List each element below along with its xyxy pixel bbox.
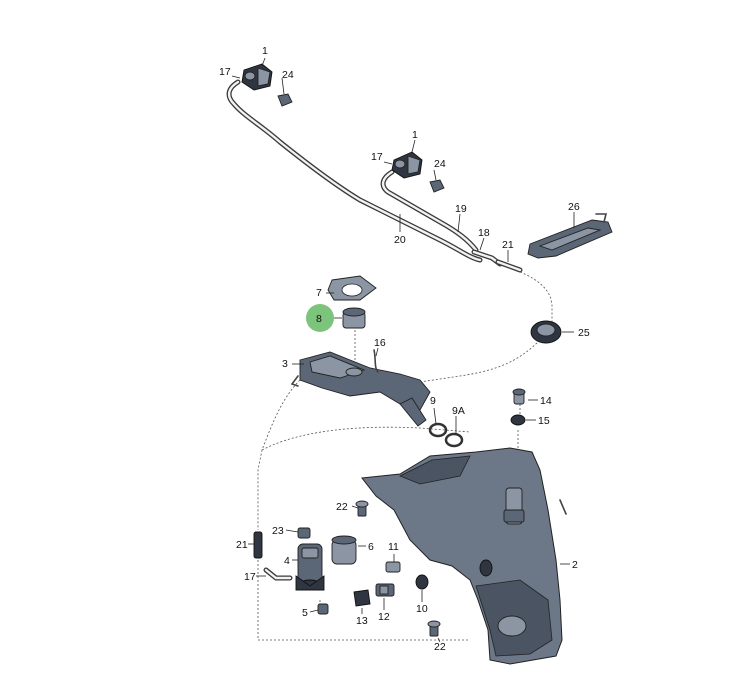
filler-neck-3 xyxy=(290,349,431,427)
callout-15[interactable]: 15 xyxy=(538,415,550,427)
callout-10[interactable]: 10 xyxy=(416,603,428,615)
screw-22-lower xyxy=(427,620,441,637)
callout-20[interactable]: 20 xyxy=(394,234,406,246)
hose-21-lower xyxy=(253,531,263,559)
callout-11[interactable]: 11 xyxy=(388,541,399,553)
grommet-15 xyxy=(510,414,526,426)
callout-14[interactable]: 14 xyxy=(540,395,552,407)
callout-17-lower[interactable]: 17 xyxy=(244,571,256,583)
screw-22-upper xyxy=(355,500,369,517)
callout-21-upper[interactable]: 21 xyxy=(502,239,514,251)
grommet-10 xyxy=(415,574,429,590)
callout-26[interactable]: 26 xyxy=(568,201,580,213)
callout-12[interactable]: 12 xyxy=(378,611,390,623)
grommet-6 xyxy=(331,535,357,565)
leader-lines xyxy=(231,57,575,643)
filler-cap-8 xyxy=(342,307,366,329)
callout-9A[interactable]: 9A xyxy=(452,405,465,417)
callout-22-lower[interactable]: 22 xyxy=(434,641,446,653)
callout-3[interactable]: 3 xyxy=(282,358,288,370)
seal-9A xyxy=(444,432,464,448)
callout-16[interactable]: 16 xyxy=(374,337,386,349)
pump-4 xyxy=(295,543,325,591)
gasket-7 xyxy=(327,275,377,301)
plug-14 xyxy=(512,388,526,405)
connector-23 xyxy=(297,527,311,539)
callout-17-second[interactable]: 17 xyxy=(371,151,383,163)
nozzle-lower xyxy=(391,151,445,193)
nozzle-upper xyxy=(241,63,293,107)
callout-23[interactable]: 23 xyxy=(272,525,284,537)
callout-4[interactable]: 4 xyxy=(284,555,290,567)
callout-9[interactable]: 9 xyxy=(430,395,436,407)
callout-7[interactable]: 7 xyxy=(316,287,322,299)
callout-1-upper[interactable]: 1 xyxy=(262,45,268,57)
callout-24-upper[interactable]: 24 xyxy=(282,69,294,81)
highlight-marker[interactable] xyxy=(306,304,334,332)
callout-17-upper[interactable]: 17 xyxy=(219,66,231,78)
callout-8[interactable]: 8 xyxy=(316,313,322,325)
callout-19[interactable]: 19 xyxy=(455,203,467,215)
clip-5 xyxy=(317,603,329,615)
grommet-25 xyxy=(530,320,562,344)
sensor-12 xyxy=(375,583,395,597)
callout-labels: 1 17 24 1 17 24 19 20 18 21 26 7 8 25 3 … xyxy=(219,45,590,653)
callout-5[interactable]: 5 xyxy=(302,607,308,619)
washer-tank-2 xyxy=(361,447,567,665)
callout-22-upper[interactable]: 22 xyxy=(336,501,348,513)
callout-6[interactable]: 6 xyxy=(368,541,374,553)
seal-9 xyxy=(428,422,448,438)
bracket-26 xyxy=(527,213,613,259)
connector-11 xyxy=(385,561,401,573)
callout-21-lower[interactable]: 21 xyxy=(236,539,248,551)
callout-25[interactable]: 25 xyxy=(578,327,590,339)
callout-13[interactable]: 13 xyxy=(356,615,368,627)
callout-18[interactable]: 18 xyxy=(478,227,490,239)
hose-17-lower xyxy=(263,567,293,581)
connector-13 xyxy=(353,589,371,607)
callout-24-lower[interactable]: 24 xyxy=(434,158,446,170)
callout-2[interactable]: 2 xyxy=(572,559,578,571)
callout-1-lower[interactable]: 1 xyxy=(412,129,418,141)
